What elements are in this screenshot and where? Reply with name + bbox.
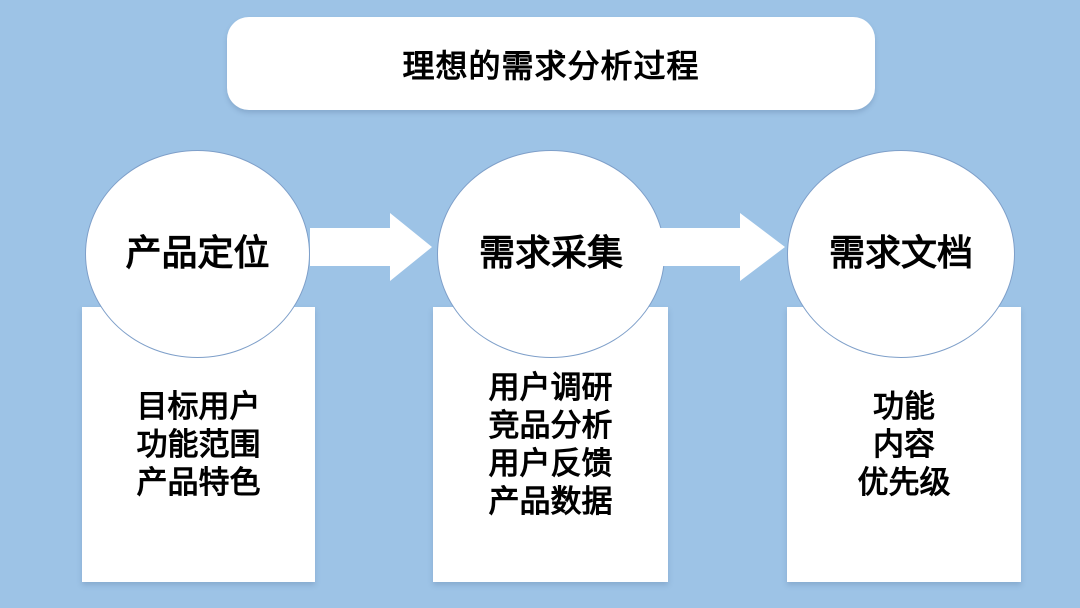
arrow-right-icon xyxy=(310,213,432,281)
arrow-right-icon xyxy=(660,213,785,281)
stage-circle-requirement-document: 需求文档 xyxy=(787,150,1015,358)
stage-panel-item: 用户调研 xyxy=(488,369,613,405)
stage-panel-item: 用户反馈 xyxy=(488,445,613,481)
stage-panel-item: 产品特色 xyxy=(136,464,261,500)
stage-panel-item: 内容 xyxy=(873,426,935,462)
stage-circle-product-positioning: 产品定位 xyxy=(85,150,310,358)
stage-circle-label: 需求文档 xyxy=(828,232,973,273)
stage-circle-label: 产品定位 xyxy=(125,232,270,273)
stage-panel-item: 优先级 xyxy=(857,464,951,500)
stage-panel-item: 产品数据 xyxy=(488,483,613,519)
diagram-title: 理想的需求分析过程 xyxy=(402,47,700,84)
stage-panel-item: 功能 xyxy=(873,388,935,424)
stage-panel-item: 竞品分析 xyxy=(488,407,613,443)
stage-panel-item: 功能范围 xyxy=(136,426,261,462)
stage-circle-requirement-collection: 需求采集 xyxy=(437,150,665,358)
stage-circle-label: 需求采集 xyxy=(478,232,623,273)
stage-panel-item: 目标用户 xyxy=(136,388,261,424)
diagram-title-box: 理想的需求分析过程 xyxy=(227,17,875,110)
